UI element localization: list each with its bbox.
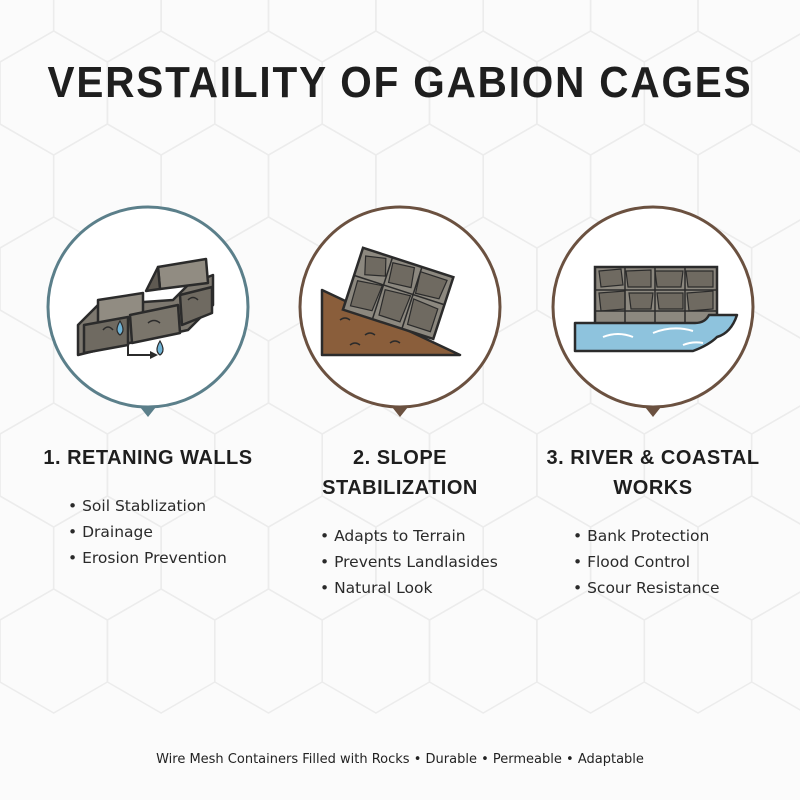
hexagon-shape (0, 588, 109, 714)
separator: • (481, 752, 489, 767)
hexagon-shape (536, 588, 646, 714)
list-item: Adapts to Terrain (320, 523, 520, 549)
slope-stabilization-card: 2. SLOPE STABILIZATION Adapts to Terrain… (280, 205, 520, 601)
river-coastal-heading: 3. RIVER & COASTAL WORKS (533, 443, 773, 503)
separator: • (413, 752, 422, 767)
river-gabion-icon (551, 205, 755, 417)
hexagon-shape (643, 588, 753, 714)
slope-gabion-icon (298, 205, 502, 417)
retaining-walls-heading: 1. RETANING WALLS (43, 447, 253, 469)
separator: • (566, 752, 574, 767)
hexagon-shape (750, 591, 800, 711)
hexagon-shape (0, 0, 55, 63)
list-item: Flood Control (573, 549, 773, 575)
list-item: Soil Stablization (68, 493, 268, 519)
hexagon-shape (160, 0, 270, 63)
list-item: Drainage (68, 519, 268, 545)
footer-part: Wire Mesh Containers Filled with Rocks (156, 752, 410, 767)
footer-part: Durable (425, 752, 477, 767)
hexagon-shape (697, 0, 800, 63)
hexagon-shape (52, 0, 162, 63)
heading-line: 3. RIVER & COASTAL (546, 447, 760, 469)
hexagon-shape (482, 0, 592, 63)
list-item: Prevents Landlasides (320, 549, 520, 575)
retaining-walls-card: 1. RETANING WALLS Soil Stablization Drai… (28, 205, 268, 571)
page-title: VERSTAILITY OF GABION CAGES (47, 58, 753, 107)
river-coastal-list: Bank Protection Flood Control Scour Resi… (533, 523, 773, 601)
footer-tagline: Wire Mesh Containers Filled with Rocks •… (0, 752, 800, 767)
slope-stabilization-heading: 2. SLOPE STABILIZATION (280, 443, 520, 503)
list-item: Scour Resistance (573, 575, 773, 601)
list-item: Bank Protection (573, 523, 773, 549)
heading-line: STABILIZATION (322, 477, 478, 499)
hexagon-shape (214, 588, 323, 714)
hexagon-shape (106, 588, 216, 714)
list-item: Natural Look (320, 575, 520, 601)
heading-line: WORKS (613, 477, 693, 499)
river-coastal-card: 3. RIVER & COASTAL WORKS Bank Protection… (533, 205, 773, 601)
hexagon-shape (375, 0, 484, 63)
hexagon-shape (321, 588, 431, 714)
footer-part: Adaptable (577, 752, 644, 767)
heading-line: 2. SLOPE (352, 447, 448, 469)
retaining-walls-list: Soil Stablization Drainage Erosion Preve… (28, 493, 268, 571)
slope-stabilization-list: Adapts to Terrain Prevents Landlasides N… (280, 523, 520, 601)
footer-part: Permeable (492, 752, 562, 767)
hexagon-shape (428, 588, 538, 714)
retaining-wall-icon (46, 205, 250, 417)
hexagon-shape (267, 0, 377, 63)
hexagon-shape (589, 0, 699, 63)
list-item: Erosion Prevention (68, 545, 268, 571)
